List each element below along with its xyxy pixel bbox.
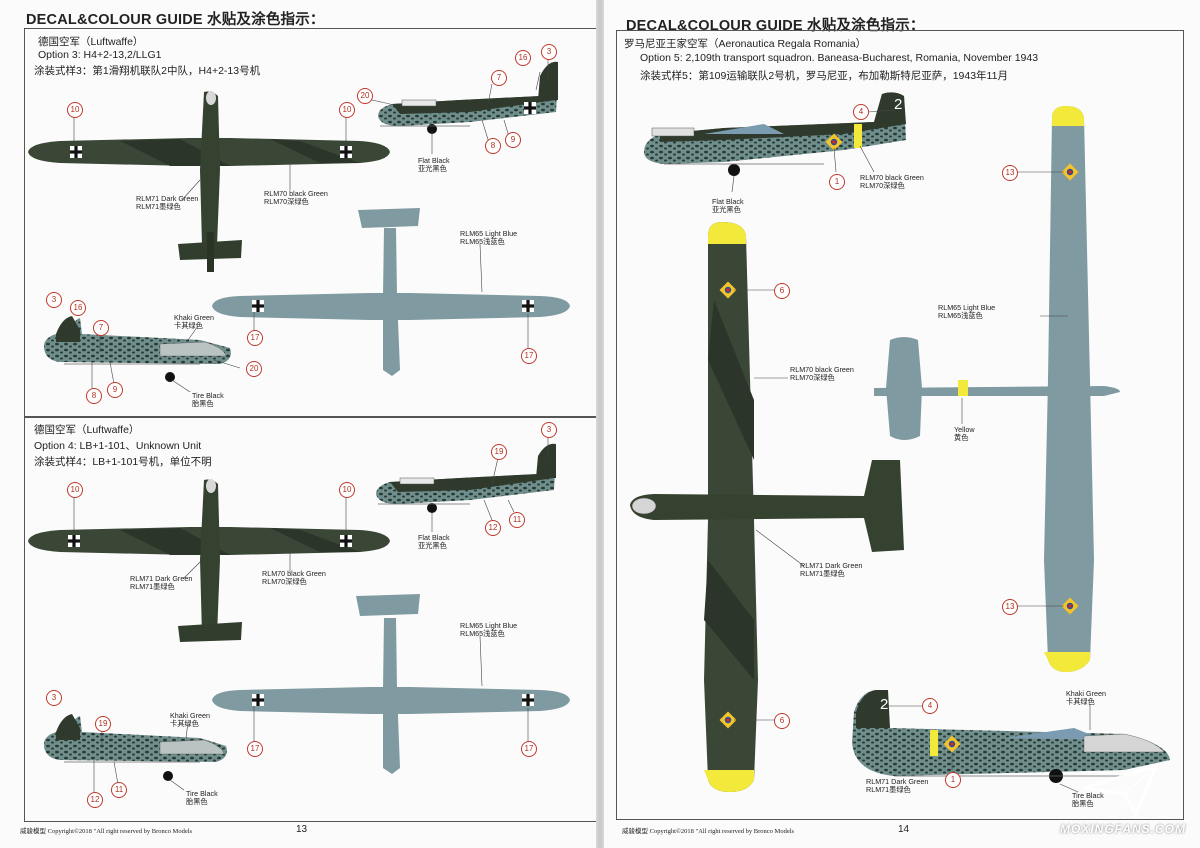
marking-callout-16: 16 [515, 50, 531, 66]
option-4-side-view-2 [44, 714, 227, 781]
option-5-country: 罗马尼亚王家空军（Aeronautica Regala Romania） [624, 38, 867, 50]
option-3-country: 德国空军（Luftwaffe） [38, 36, 144, 48]
page-number: 14 [898, 824, 910, 835]
option-5-description: 涂装式样5：第109运输联队2号机，罗马尼亚，布加勒斯特尼亚萨，1943年11月 [640, 70, 1008, 82]
option-4-bottom-view [212, 594, 570, 774]
option-5-side-view [644, 92, 906, 176]
leader-lines [731, 109, 1091, 793]
marking-callout-19: 19 [95, 716, 111, 732]
marking-callout-13: 13 [1002, 599, 1018, 615]
page-footer: 威骏模型 Copyright©2018 "All right reserved … [622, 828, 795, 835]
page-number: 13 [296, 824, 308, 835]
guide-title: DECAL&COLOUR GUIDE 水贴及涂色指示： [26, 12, 325, 28]
marking-callout-12: 12 [485, 520, 501, 536]
option-4-country: 德国空军（Luftwaffe） [34, 424, 140, 436]
marking-callout-11: 11 [111, 782, 127, 798]
marking-callout-9: 9 [107, 382, 123, 398]
aircraft-code-2: 2 [880, 696, 889, 713]
watermark-text: MOXINGFANS.COM [1059, 822, 1186, 836]
page-14: DECAL&COLOUR GUIDE 水贴及涂色指示： 罗马尼亚王家空军（Aer… [604, 0, 1200, 848]
marking-callout-3: 3 [46, 292, 62, 308]
marking-callout-3: 3 [541, 44, 557, 60]
marking-callout-10: 10 [339, 482, 355, 498]
page-13: DECAL&COLOUR GUIDE 水贴及涂色指示： 德国空军（Luftwaf… [0, 0, 596, 848]
marking-callout-17: 17 [521, 348, 537, 364]
aircraft-code-2: 2 [894, 96, 903, 113]
marking-callout-1: 1 [829, 174, 845, 190]
option-4-name: Option 4: LB+1-101、Unknown Unit [34, 440, 202, 452]
page-footer: 威骏模型 Copyright©2018 "All right reserved … [20, 828, 193, 835]
option-5-side-view-2 [852, 690, 1170, 783]
page-gutter [596, 0, 604, 848]
option-3-side-view [378, 61, 558, 134]
marking-callout-6: 6 [774, 713, 790, 729]
option-5-bottom-view [874, 106, 1120, 672]
marking-callout-7: 7 [491, 70, 507, 86]
marking-callout-7: 7 [93, 320, 109, 336]
option-3-panel [24, 28, 596, 418]
marking-callout-17: 17 [521, 741, 537, 757]
option-3-description: 涂装式样3：第1滑翔机联队2中队，H4+2-13号机 [34, 65, 261, 77]
option-3-name: Option 3: H4+2-13,2/LLG1 [38, 49, 162, 61]
marking-callout-9: 9 [505, 132, 521, 148]
right-page-artwork [630, 92, 1170, 793]
marking-callout-8: 8 [86, 388, 102, 404]
marking-callout-19: 19 [491, 444, 507, 460]
marking-callout-6: 6 [774, 283, 790, 299]
marking-callout-20: 20 [357, 88, 373, 104]
leader-lines [73, 58, 549, 792]
left-page-artwork [28, 58, 570, 792]
marking-callout-1: 1 [945, 772, 961, 788]
marking-callout-8: 8 [485, 138, 501, 154]
watermark-logo-icon [1083, 763, 1159, 818]
option-3-top-view [28, 91, 390, 272]
marking-callout-11: 11 [509, 512, 525, 528]
option-4-side-view [376, 443, 556, 513]
option-3-bottom-view [212, 208, 570, 376]
marking-callout-3: 3 [46, 690, 62, 706]
option-5-top-view-fuselage [630, 460, 904, 552]
marking-callout-10: 10 [67, 102, 83, 118]
marking-callout-10: 10 [339, 102, 355, 118]
marking-callout-17: 17 [247, 741, 263, 757]
marking-callout-13: 13 [1002, 165, 1018, 181]
option-4-top-view [28, 479, 390, 642]
option-3-side-view-2 [44, 316, 231, 382]
marking-callout-10: 10 [67, 482, 83, 498]
option-4-description: 涂装式样4：LB+1-101号机，单位不明 [34, 456, 212, 468]
marking-callout-4: 4 [853, 104, 869, 120]
marking-callout-12: 12 [87, 792, 103, 808]
option-5-name: Option 5: 2,109th transport squadron. Ba… [640, 52, 1039, 64]
marking-callout-3: 3 [541, 422, 557, 438]
option-4-panel [24, 416, 596, 822]
marking-callout-20: 20 [246, 361, 262, 377]
marking-callout-17: 17 [247, 330, 263, 346]
marking-callout-4: 4 [922, 698, 938, 714]
option-5-panel [616, 30, 1184, 820]
marking-callout-16: 16 [70, 300, 86, 316]
